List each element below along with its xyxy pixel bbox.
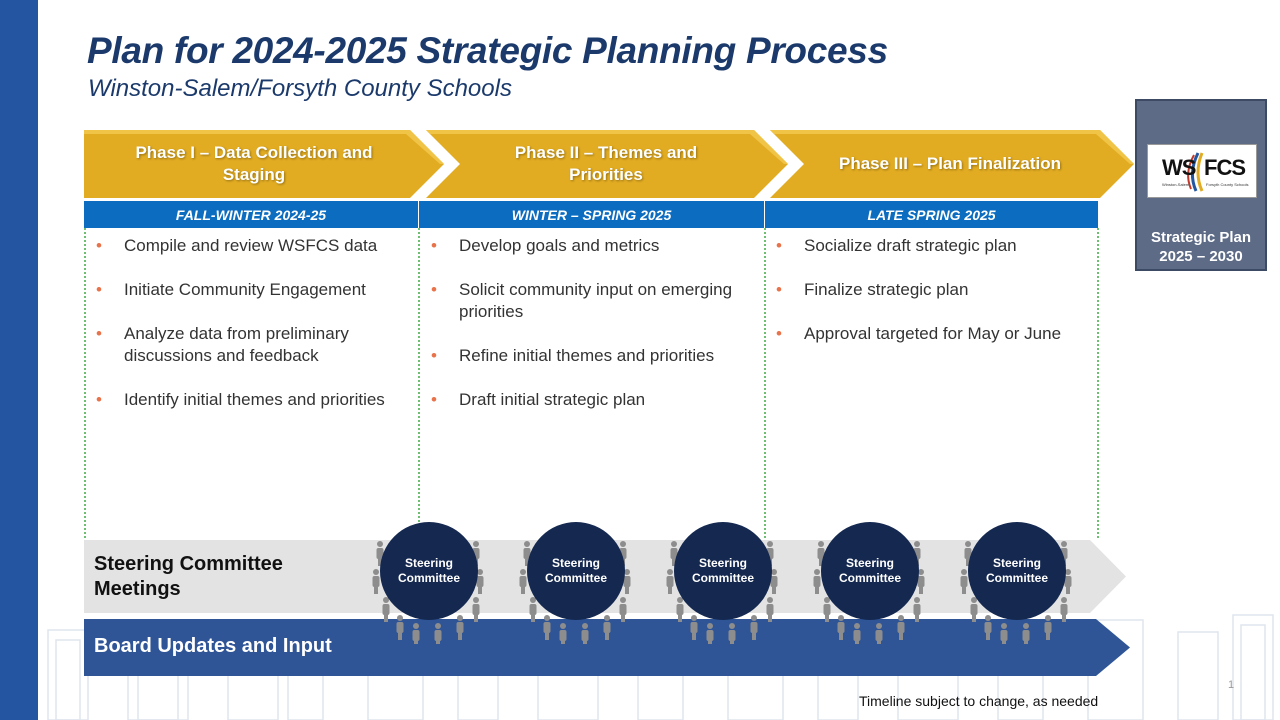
left-accent-bar (0, 0, 38, 720)
list-item: Draft initial strategic plan (431, 389, 761, 411)
column-divider (418, 228, 420, 538)
column-divider (1097, 228, 1099, 538)
list-item: Solicit community input on emerging prio… (431, 279, 761, 323)
list-item: Approval targeted for May or June (776, 323, 1091, 345)
list-item: Develop goals and metrics (431, 235, 761, 257)
list-item: Refine initial themes and priorities (431, 345, 761, 367)
phase-3-bullets: Socialize draft strategic plan Finalize … (776, 235, 1091, 367)
steering-meeting: Steering Committee (956, 516, 1076, 644)
phase-1-label: Phase I – Data Collection and Staging (135, 143, 373, 184)
phase-2-bullets: Develop goals and metrics Solicit commun… (431, 235, 761, 433)
list-item: Initiate Community Engagement (96, 279, 412, 301)
logo-fcs-text: FCS (1204, 155, 1246, 180)
board-band (84, 619, 1130, 676)
column-divider (764, 228, 766, 538)
phase-2-season: WINTER – SPRING 2025 (419, 201, 764, 228)
steering-meeting: Steering Committee (809, 516, 929, 644)
page-subtitle: Winston-Salem/Forsyth County Schools (88, 75, 512, 102)
strategic-plan-label: Strategic Plan 2025 – 2030 (1150, 229, 1252, 265)
logo-subtext-right: Forsyth County Schools (1206, 182, 1249, 187)
list-item: Identify initial themes and priorities (96, 389, 412, 411)
list-item: Analyze data from preliminary discussion… (96, 323, 412, 367)
steering-committee-circle: Steering Committee (821, 522, 919, 620)
people-icon (960, 541, 1072, 644)
footnote: Timeline subject to change, as needed (859, 693, 1099, 709)
steering-label: Steering Committee Meetings (94, 553, 283, 600)
board-label: Board Updates and Input (94, 635, 332, 657)
logo-swoosh-icon (1187, 152, 1204, 192)
list-item: Socialize draft strategic plan (776, 235, 1091, 257)
logo-subtext-left: Winston-Salem (1162, 182, 1190, 187)
steering-meeting: Steering Committee (368, 516, 488, 644)
page-title: Plan for 2024-2025 Strategic Planning Pr… (87, 30, 888, 71)
phase-1-season: FALL-WINTER 2024-25 (84, 201, 418, 228)
steering-committee-circle: Steering Committee (380, 522, 478, 620)
phase-3-arrow: Phase III – Plan Finalization (770, 130, 1134, 198)
people-icon (813, 541, 925, 644)
steering-committee-circle: Steering Committee (527, 522, 625, 620)
logo-ws-text: WS (1162, 155, 1196, 180)
steering-meeting: Steering Committee (662, 516, 782, 644)
wsfcs-logo: WS FCS Winston-Salem Forsyth County Scho… (1147, 144, 1257, 198)
phase-1-bullets: Compile and review WSFCS data Initiate C… (96, 235, 412, 433)
phase-3-season: LATE SPRING 2025 (765, 201, 1098, 228)
list-item: Compile and review WSFCS data (96, 235, 412, 257)
steering-meeting: Steering Committee (515, 516, 635, 644)
steering-committee-circle: Steering Committee (674, 522, 772, 620)
column-divider (84, 228, 86, 538)
phase-3-label: Phase III – Plan Finalization (838, 154, 1061, 173)
list-item: Finalize strategic plan (776, 279, 1091, 301)
steering-committee-circle: Steering Committee (968, 522, 1066, 620)
phase-2-arrow: Phase II – Themes and Priorities (426, 130, 788, 198)
phase-2-label: Phase II – Themes and Priorities (514, 143, 698, 184)
page-number: 1 (1228, 679, 1235, 691)
strategic-plan-box: WS FCS Winston-Salem Forsyth County Scho… (1135, 99, 1267, 271)
phase-1-arrow: Phase I – Data Collection and Staging (84, 130, 444, 198)
